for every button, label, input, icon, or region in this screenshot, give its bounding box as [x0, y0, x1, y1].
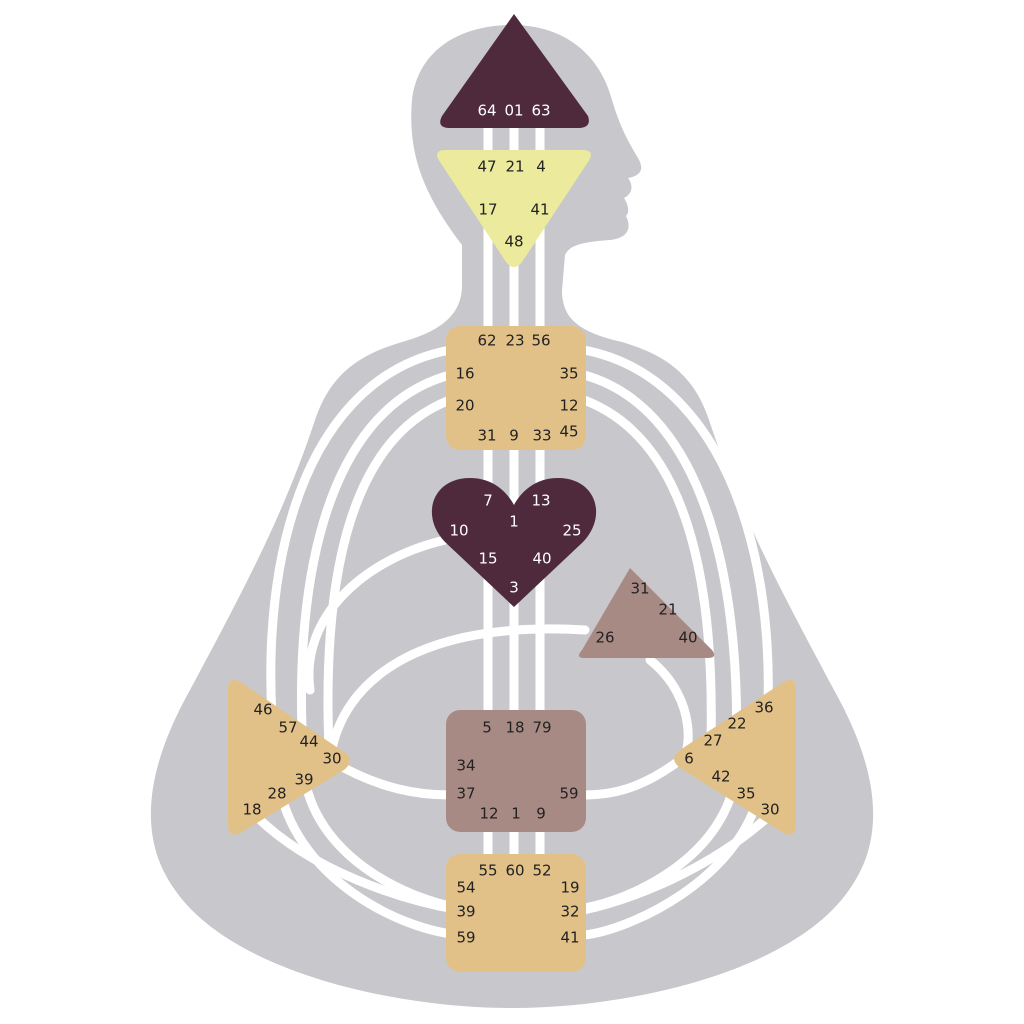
gate-label: 41 — [560, 929, 579, 947]
gate-label: 40 — [532, 550, 551, 568]
gate-label: 22 — [727, 715, 746, 733]
gate-label: 52 — [532, 862, 551, 880]
gate-labels: 64 01 63 47 21 4 17 41 48 62 23 56 16 35… — [242, 102, 779, 947]
sacral-center — [446, 710, 586, 832]
gate-label: 28 — [267, 785, 286, 803]
gate-label: 6 — [684, 750, 694, 768]
centers — [228, 14, 796, 972]
gate-label: 25 — [562, 522, 581, 540]
gate-label: 30 — [322, 750, 341, 768]
gate-label: 1 — [509, 513, 519, 531]
gate-label: 27 — [703, 732, 722, 750]
gate-label: 19 — [560, 879, 579, 897]
gate-label: 62 — [477, 332, 496, 350]
gate-label: 17 — [478, 201, 497, 219]
throat-center — [446, 326, 586, 450]
gate-label: 32 — [560, 903, 579, 921]
root-center — [446, 854, 586, 972]
gate-label: 79 — [532, 719, 551, 737]
gate-label: 56 — [531, 332, 550, 350]
gate-label: 9 — [509, 427, 519, 445]
gate-label: 26 — [595, 629, 614, 647]
channel-g-loop-upper — [304, 535, 450, 695]
gate-label: 31 — [477, 427, 496, 445]
gate-label: 44 — [299, 733, 318, 751]
ego-center — [578, 568, 715, 658]
gate-label: 31 — [630, 580, 649, 598]
g-center — [431, 478, 597, 607]
channel-solar-sacral — [579, 755, 685, 800]
gate-label: 30 — [760, 801, 779, 819]
gate-label: 59 — [559, 785, 578, 803]
gate-label: 54 — [456, 879, 475, 897]
gate-label: 39 — [294, 771, 313, 789]
channel-solar-root — [579, 810, 775, 915]
gate-label: 21 — [505, 158, 524, 176]
gate-label: 63 — [531, 102, 550, 120]
gate-label: 16 — [455, 365, 474, 383]
gate-label: 64 — [477, 102, 496, 120]
channel-spleen-root — [250, 810, 465, 915]
gate-label: 42 — [711, 768, 730, 786]
gate-label: 10 — [449, 522, 468, 540]
gate-label: 34 — [456, 757, 475, 775]
gate-label: 18 — [505, 719, 524, 737]
gate-label: 1 — [511, 805, 521, 823]
gate-label: 55 — [478, 862, 497, 880]
solar-plexus-center — [674, 679, 796, 835]
gate-label: 39 — [456, 903, 475, 921]
gate-label: 48 — [504, 233, 523, 251]
gate-label: 46 — [253, 701, 272, 719]
gate-label: 41 — [530, 201, 549, 219]
gate-label: 7 — [483, 492, 493, 510]
gate-label: 45 — [559, 423, 578, 441]
ajna-center — [437, 150, 591, 267]
gate-label: 21 — [658, 601, 677, 619]
spleen-center — [228, 679, 350, 835]
gate-label: 13 — [531, 492, 550, 510]
channel-g-loop-lower — [325, 624, 590, 765]
gate-label: 23 — [505, 332, 524, 350]
gate-label: 40 — [678, 629, 697, 647]
gate-label: 57 — [278, 719, 297, 737]
gate-label: 59 — [456, 929, 475, 947]
channel-spleen-sacral — [325, 755, 455, 800]
gate-label: 35 — [736, 785, 755, 803]
channel-arc-left-mid — [297, 370, 465, 913]
gate-label: 20 — [455, 397, 474, 415]
gate-label: 35 — [559, 365, 578, 383]
gate-label: 4 — [536, 158, 546, 176]
gate-label: 9 — [536, 805, 546, 823]
gate-label: 47 — [477, 158, 496, 176]
head-center — [440, 14, 589, 128]
channel-arc-left-inner — [323, 395, 455, 775]
gate-label: 5 — [482, 719, 492, 737]
gate-label: 01 — [504, 102, 523, 120]
gate-label: 15 — [478, 550, 497, 568]
gate-label: 12 — [559, 397, 578, 415]
gate-label: 12 — [479, 805, 498, 823]
gate-label: 33 — [532, 427, 551, 445]
gate-label: 36 — [754, 699, 773, 717]
gate-label: 37 — [456, 785, 475, 803]
channel-arc-right-inner — [579, 395, 716, 775]
gate-label: 3 — [509, 579, 519, 597]
gate-label: 60 — [505, 862, 524, 880]
gate-label: 18 — [242, 801, 261, 819]
